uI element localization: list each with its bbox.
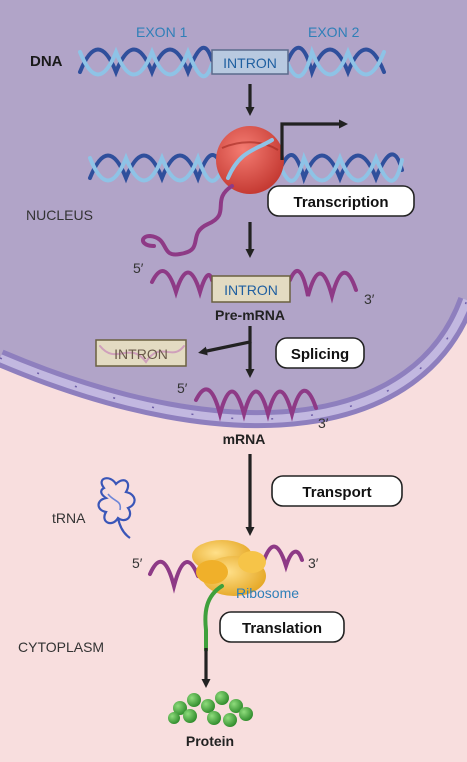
transcription-step-label: Transcription — [293, 194, 388, 211]
translation-step-label: Translation — [242, 620, 322, 637]
transport-step-box — [271, 475, 403, 507]
mrna-label: mRNA — [223, 431, 266, 447]
nucleus-label: NUCLEUS — [26, 207, 93, 223]
mrna-strand-left — [148, 559, 200, 594]
transcription-step-box — [267, 185, 415, 217]
protein-cluster — [168, 691, 253, 727]
premrna-intron-label: INTRON — [224, 282, 278, 298]
dna-intron-box — [211, 49, 289, 75]
dna-helix-transcription — [88, 151, 404, 185]
spliced-intron-strand — [99, 345, 185, 364]
nucleus-region — [0, 0, 467, 420]
polypeptide-chain — [203, 584, 224, 652]
trna-molecule — [97, 477, 136, 539]
splicing-step-box — [275, 337, 365, 369]
premrna-strand — [150, 269, 358, 304]
transcription-start-arrow — [280, 119, 348, 160]
exon2-label: EXON 2 — [308, 24, 360, 40]
mrna-5prime: 5′ — [177, 380, 188, 396]
premrna-label: Pre-mRNA — [215, 307, 285, 323]
ribosome-5prime: 5′ — [132, 555, 143, 571]
dna-intron-label: INTRON — [223, 55, 277, 71]
trna-label: tRNA — [52, 510, 86, 526]
ribosome-label: Ribosome — [236, 585, 299, 601]
ribosome — [192, 540, 266, 596]
translation-step-box — [219, 611, 345, 643]
cytoplasm-label: CYTOPLASM — [18, 639, 104, 655]
ribosome-3prime: 3′ — [308, 555, 319, 571]
premrna-5prime: 5′ — [133, 260, 144, 276]
mrna-3prime: 3′ — [318, 415, 329, 431]
protein-label: Protein — [186, 733, 234, 749]
spliced-intron-label: INTRON — [114, 346, 168, 362]
splicing-step-label: Splicing — [291, 346, 349, 363]
rna-polymerase — [216, 126, 284, 194]
premrna-intron-box — [211, 275, 291, 303]
transport-step-label: Transport — [302, 484, 371, 501]
mrna-strand — [194, 387, 318, 422]
emerging-rna-strand — [141, 184, 234, 257]
premrna-3prime: 3′ — [364, 291, 375, 307]
exon1-label: EXON 1 — [136, 24, 188, 40]
nuclear-envelope-inner — [0, 298, 467, 424]
mrna-strand-right — [260, 544, 304, 573]
dna-label: DNA — [30, 53, 63, 70]
